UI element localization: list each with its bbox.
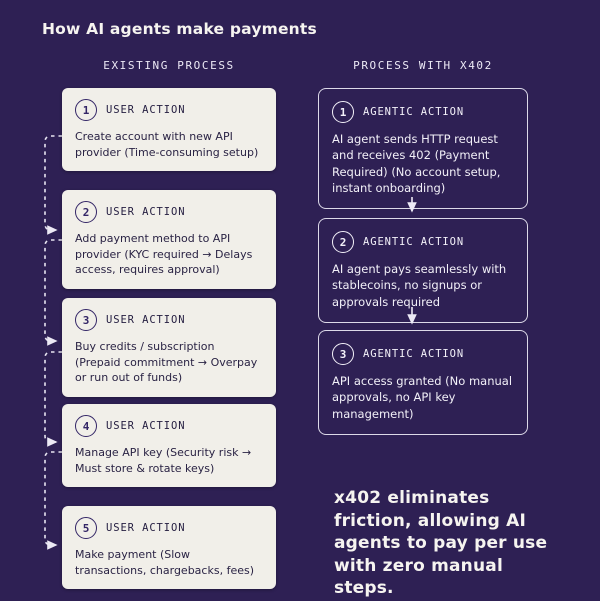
card-description: Add payment method to API provider (KYC … [75,232,253,277]
card-description: API access granted (No manual approvals,… [332,374,513,421]
step-number-badge: 1 [75,99,97,121]
card-description: Create account with new API provider (Ti… [75,130,259,159]
step-number-badge: 5 [75,517,97,539]
card-label: USER ACTION [106,314,186,326]
page-title: How AI agents make payments [42,20,317,38]
card-description: AI agent pays seamlessly with stablecoin… [332,262,507,309]
card-label: USER ACTION [106,104,186,116]
card-description: Buy credits / subscription (Prepaid comm… [75,340,258,385]
user-action-card-1: 1 USER ACTION Create account with new AP… [62,88,276,172]
dashed-loop-connector-3 [44,351,62,447]
user-action-card-5: 5 USER ACTION Make payment (Slow transac… [62,506,276,590]
dashed-loop-connector-4 [44,451,62,550]
card-label: AGENTIC ACTION [363,106,465,118]
card-description: AI agent sends HTTP request and receives… [332,132,501,195]
card-description: Manage API key (Security risk → Must sto… [75,446,252,475]
card-label: USER ACTION [106,420,186,432]
x402-process-heading: PROCESS WITH X402 [353,59,493,72]
agentic-action-card-1: 1 AGENTIC ACTION AI agent sends HTTP req… [318,88,528,210]
footer-summary-text: x402 eliminates friction, allowing AI ag… [334,488,548,599]
existing-process-heading: EXISTING PROCESS [103,59,235,72]
user-action-card-4: 4 USER ACTION Manage API key (Security r… [62,404,276,488]
dashed-loop-connector-2 [44,239,62,346]
agentic-action-card-2: 2 AGENTIC ACTION AI agent pays seamlessl… [318,218,528,323]
user-action-card-3: 3 USER ACTION Buy credits / subscription… [62,298,276,397]
step-number-badge: 3 [332,343,354,365]
agentic-action-card-3: 3 AGENTIC ACTION API access granted (No … [318,330,528,435]
card-description: Make payment (Slow transactions, chargeb… [75,548,254,577]
card-label: AGENTIC ACTION [363,348,465,360]
card-label: AGENTIC ACTION [363,236,465,248]
step-number-badge: 2 [75,201,97,223]
step-number-badge: 4 [75,415,97,437]
step-number-badge: 1 [332,101,354,123]
card-label: USER ACTION [106,206,186,218]
user-action-card-2: 2 USER ACTION Add payment method to API … [62,190,276,289]
step-number-badge: 3 [75,309,97,331]
card-label: USER ACTION [106,522,186,534]
dashed-loop-connector-1 [44,135,62,235]
step-number-badge: 2 [332,231,354,253]
